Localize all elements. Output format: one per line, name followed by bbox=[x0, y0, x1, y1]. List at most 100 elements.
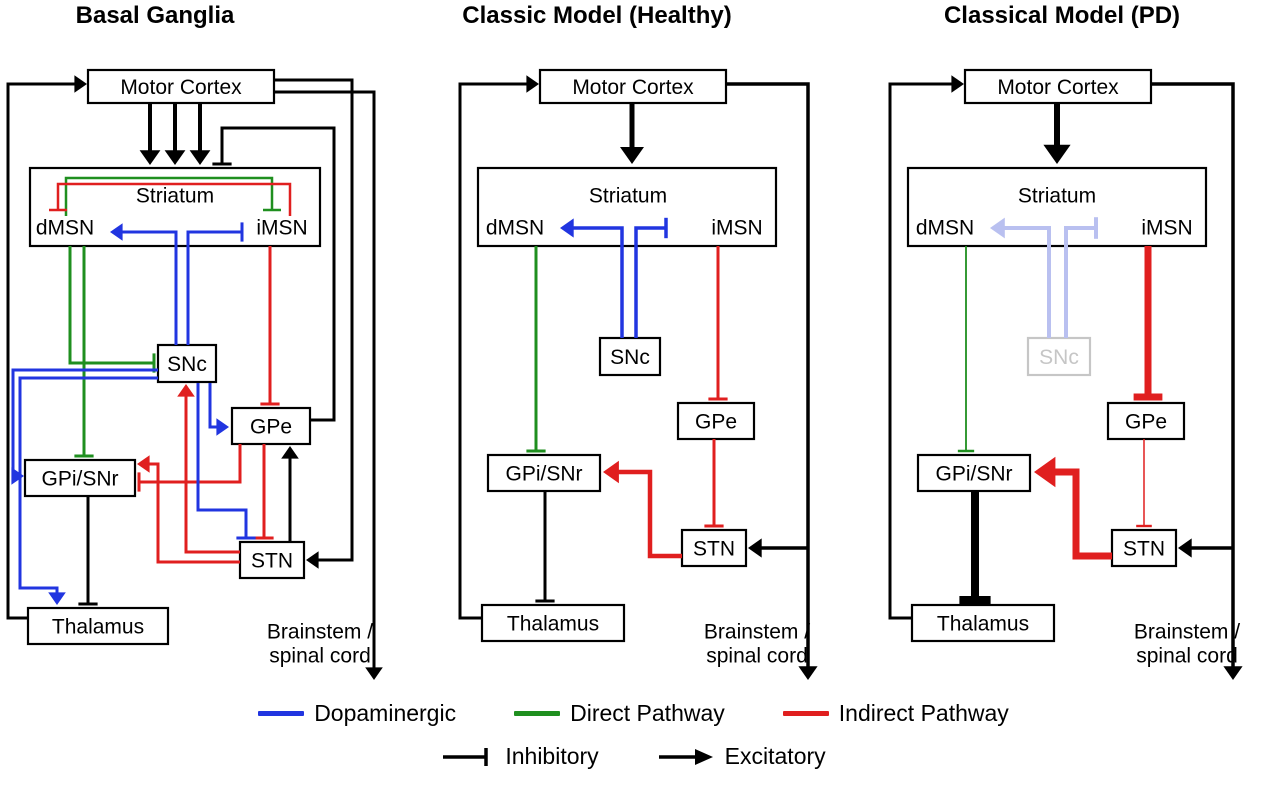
p1-edge-snc-thalamus bbox=[18, 376, 158, 595]
p2-edge-stn-gpi-snr bbox=[615, 469, 682, 559]
p1-edge-motor-cortex-striatum-arrowhead-icon bbox=[139, 150, 161, 165]
inhibitory-marker-icon bbox=[443, 747, 489, 766]
p3-node-motor-cortex bbox=[963, 68, 1153, 105]
p1-edge-motor-cortex-stn-arrowhead-icon bbox=[306, 551, 319, 569]
legend: Dopaminergic Direct Pathway Indirect Pat… bbox=[0, 700, 1267, 770]
p2-edge-thalamus-motor-cortex bbox=[458, 82, 529, 620]
p2-node-label-thalamus: Thalamus bbox=[507, 613, 599, 636]
p2-node-striatum bbox=[476, 166, 778, 248]
legend-item-excitatory: Excitatory bbox=[657, 743, 826, 770]
p2-node-stn bbox=[680, 528, 748, 568]
dopaminergic-line-icon bbox=[258, 711, 305, 716]
p3-node-thalamus bbox=[910, 603, 1056, 643]
panel-2: Motor CortexSNcGPeGPi/SNrSTNThalamusStri… bbox=[458, 68, 818, 680]
legend-label-excitatory: Excitatory bbox=[724, 743, 826, 769]
p1-edge-motor-cortex-brainstem bbox=[274, 90, 376, 670]
p2-edge-motor-cortex-brainstem-arrowhead-icon bbox=[798, 666, 818, 680]
p3-edge-motor-cortex-stn-arrowhead-icon bbox=[1178, 538, 1192, 558]
p3-node-label-gpe: GPe bbox=[1125, 411, 1167, 434]
direct-pathway-line-icon bbox=[514, 711, 561, 716]
p3-edge-motor-cortex-brainstem-arrowhead-icon bbox=[1223, 666, 1243, 680]
p1-edge-thalamus-motor-cortex-arrowhead-icon bbox=[74, 75, 87, 93]
legend-marker-row: Inhibitory Excitatory bbox=[441, 743, 826, 770]
p1-edge-thalamus-motor-cortex bbox=[6, 82, 77, 620]
legend-pathway-row: Dopaminergic Direct Pathway Indirect Pat… bbox=[258, 700, 1009, 727]
p3-node-label-snc: SNc bbox=[1039, 346, 1079, 369]
p2-edge-thalamus-motor-cortex-arrowhead-icon bbox=[526, 75, 539, 93]
indirect-pathway-line-icon bbox=[782, 711, 829, 716]
p3-node-label-thalamus: Thalamus bbox=[937, 613, 1029, 636]
p1-node-label-gpe: GPe bbox=[250, 416, 292, 439]
p2-node-motor-cortex bbox=[538, 68, 728, 105]
p3-node-label-stn: STN bbox=[1123, 538, 1165, 561]
p1-edge-snc-stn bbox=[196, 383, 248, 538]
p3-node-gpe bbox=[1106, 401, 1186, 441]
legend-item-direct-pathway: Direct Pathway bbox=[514, 700, 725, 727]
p2-text-dmsn: dMSN bbox=[486, 217, 544, 240]
p3-edge-stn-gpi-snr bbox=[1051, 468, 1112, 560]
p2-text-brainstem-line1: Brainstem / bbox=[704, 621, 810, 644]
p3-text-brainstem-line1: Brainstem / bbox=[1134, 621, 1240, 644]
excitatory-arrowhead bbox=[694, 748, 713, 765]
p1-edge-dmsn-imsn bbox=[64, 176, 274, 216]
p3-edge-snc-dmsn-arrowhead-icon bbox=[990, 217, 1005, 239]
p3-edge-thalamus-motor-cortex-arrowhead-icon bbox=[951, 75, 964, 93]
p1-edge-motor-cortex-brainstem-arrowhead-icon bbox=[365, 667, 383, 680]
p2-node-label-stn: STN bbox=[693, 538, 735, 561]
p2-node-label-gpi-snr: GPi/SNr bbox=[505, 463, 582, 486]
panel-3: Motor CortexSNcGPeGPi/SNrSTNThalamusStri… bbox=[888, 68, 1243, 680]
legend-label-dopaminergic: Dopaminergic bbox=[314, 700, 457, 726]
p2-node-label-motor-cortex: Motor Cortex bbox=[572, 76, 694, 99]
p3-edge-thalamus-motor-cortex bbox=[888, 82, 954, 620]
p1-edge-snc-gpi-snr bbox=[11, 368, 158, 478]
p1-edge-motor-cortex-striatum-arrowhead-icon bbox=[189, 150, 211, 165]
p3-text-brainstem-line2: spinal cord bbox=[1136, 645, 1238, 668]
p1-edge-stn-snc bbox=[184, 394, 240, 554]
p1-node-label-thalamus: Thalamus bbox=[52, 616, 144, 639]
p1-node-gpe bbox=[230, 406, 312, 446]
p1-node-label-stn: STN bbox=[251, 550, 293, 573]
legend-item-indirect-pathway: Indirect Pathway bbox=[782, 700, 1009, 727]
p3-text-striatum-title: Striatum bbox=[1018, 185, 1096, 208]
p1-edge-snc-gpe-arrowhead-icon bbox=[216, 418, 229, 436]
p1-edge-snc-gpe bbox=[208, 383, 219, 429]
p1-node-gpi-snr bbox=[23, 458, 137, 498]
panel-1: Motor CortexSNcGPeGPi/SNrSTNThalamusStri… bbox=[6, 68, 383, 680]
p1-node-thalamus bbox=[26, 606, 170, 646]
p2-edge-snc-dmsn bbox=[570, 226, 624, 338]
p1-edge-motor-cortex-stn bbox=[274, 78, 354, 562]
p1-edge-stn-gpi-snr bbox=[147, 462, 240, 564]
p1-edge-stn-snc-arrowhead-icon bbox=[177, 384, 195, 397]
p3-node-snc bbox=[1026, 336, 1092, 377]
p1-node-label-motor-cortex: Motor Cortex bbox=[120, 76, 242, 99]
p2-node-label-snc: SNc bbox=[610, 346, 650, 369]
p2-node-thalamus bbox=[480, 603, 626, 643]
p2-node-gpe bbox=[676, 401, 756, 441]
p3-edge-motor-cortex-brainstem bbox=[1151, 82, 1235, 670]
p3-text-dmsn: dMSN bbox=[916, 217, 974, 240]
p3-node-gpi-snr bbox=[916, 453, 1032, 493]
p2-edge-snc-imsn bbox=[634, 226, 666, 338]
p2-text-imsn: iMSN bbox=[711, 217, 762, 240]
p3-node-stn bbox=[1110, 528, 1178, 568]
p1-edge-snc-thalamus-arrowhead-icon bbox=[48, 592, 66, 605]
excitatory-marker-icon bbox=[658, 748, 713, 765]
p2-node-gpi-snr bbox=[486, 453, 602, 493]
p2-edge-motor-cortex-brainstem bbox=[726, 82, 810, 670]
legend-label-direct-pathway: Direct Pathway bbox=[570, 700, 725, 726]
p1-edge-snc-dmsn bbox=[120, 230, 178, 345]
p1-text-striatum-title: Striatum bbox=[136, 185, 214, 208]
p3-edge-stn-gpi-snr-arrowhead-icon bbox=[1034, 456, 1056, 488]
p1-edge-snc-dmsn-arrowhead-icon bbox=[110, 223, 123, 241]
p3-text-imsn: iMSN bbox=[1141, 217, 1192, 240]
p2-text-brainstem-line2: spinal cord bbox=[706, 645, 808, 668]
p2-edge-stn-gpi-snr-arrowhead-icon bbox=[603, 460, 619, 484]
legend-item-inhibitory: Inhibitory bbox=[441, 743, 599, 770]
legend-label-inhibitory: Inhibitory bbox=[505, 743, 599, 769]
p1-edge-stn-gpe-arrowhead-icon bbox=[281, 446, 299, 459]
p1-edge-stn-gpi-snr-arrowhead-icon bbox=[137, 455, 150, 473]
p1-node-label-snc: SNc bbox=[167, 353, 207, 376]
p2-text-striatum-title: Striatum bbox=[589, 185, 667, 208]
